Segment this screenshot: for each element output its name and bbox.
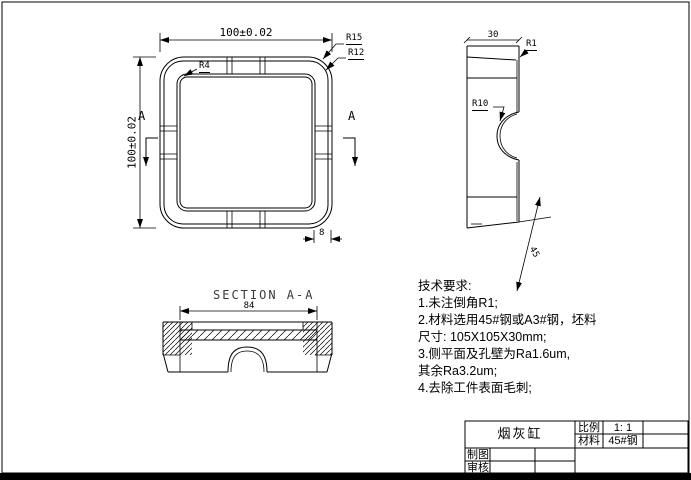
- top-height-label: 100±0.02: [125, 116, 139, 169]
- radius-r1-label: R1: [526, 39, 537, 51]
- tech-item-1: 1.未注倒角R1;: [418, 296, 498, 310]
- top-view: [133, 33, 358, 243]
- side-view: [463, 36, 552, 292]
- section-title: SECTION A-A: [213, 288, 315, 302]
- tech-item-4: 4.去除工件表面毛刺;: [418, 381, 532, 395]
- side-height-label: 30: [487, 30, 499, 40]
- r1-leader: [519, 48, 529, 58]
- tech-requirements: 技术要求: 1.未注倒角R1; 2.材料选用45#钢或A3#钢，坯料 尺寸: 1…: [418, 278, 597, 397]
- part-name: 烟灰缸: [497, 426, 543, 441]
- tech-title: 技术要求:: [418, 279, 472, 293]
- tech-item-3: 3.侧平面及孔壁为Ra1.6um,: [418, 347, 571, 361]
- tech-item-2b: 尺寸: 105X105X30mm;: [418, 330, 547, 344]
- tech-item-2: 2.材料选用45#钢或A3#钢，坯料: [418, 313, 597, 327]
- scale-label: 比例: [578, 422, 600, 434]
- checker-label: 审核: [467, 462, 489, 474]
- section-markers: [143, 137, 358, 166]
- rim-width-dimension: [303, 230, 342, 243]
- title-block-grid: [464, 420, 689, 475]
- top-width-label: 100±0.02: [219, 26, 273, 39]
- section-inner-width-label: 84: [243, 301, 255, 311]
- radius-leaders: [183, 43, 346, 77]
- rim-width-label: 8: [319, 228, 325, 238]
- material-value: 45#钢: [608, 435, 638, 447]
- drafter-label: 制图: [467, 449, 489, 461]
- section-letter-right: A: [348, 109, 356, 123]
- section-letter-left: A: [138, 109, 146, 123]
- r10-leader: [493, 106, 506, 122]
- radius-r10-label: R10: [472, 99, 489, 111]
- side-height-dimension: [463, 36, 523, 44]
- top-view-grooves: [160, 57, 332, 228]
- draft-angle-dimension: [516, 196, 552, 292]
- tech-item-3b: 其余Ra3.2um;: [418, 364, 498, 378]
- section-view: [162, 306, 333, 373]
- radius-r15-label: R15: [346, 33, 363, 45]
- radius-r12-label: R12: [348, 48, 365, 60]
- radius-r4-label: R4: [199, 61, 210, 73]
- top-height-dimension: [133, 56, 156, 229]
- section-inner-dimension: [179, 306, 318, 320]
- scale-value: 1: 1: [613, 422, 633, 434]
- material-label: 材料: [578, 435, 600, 447]
